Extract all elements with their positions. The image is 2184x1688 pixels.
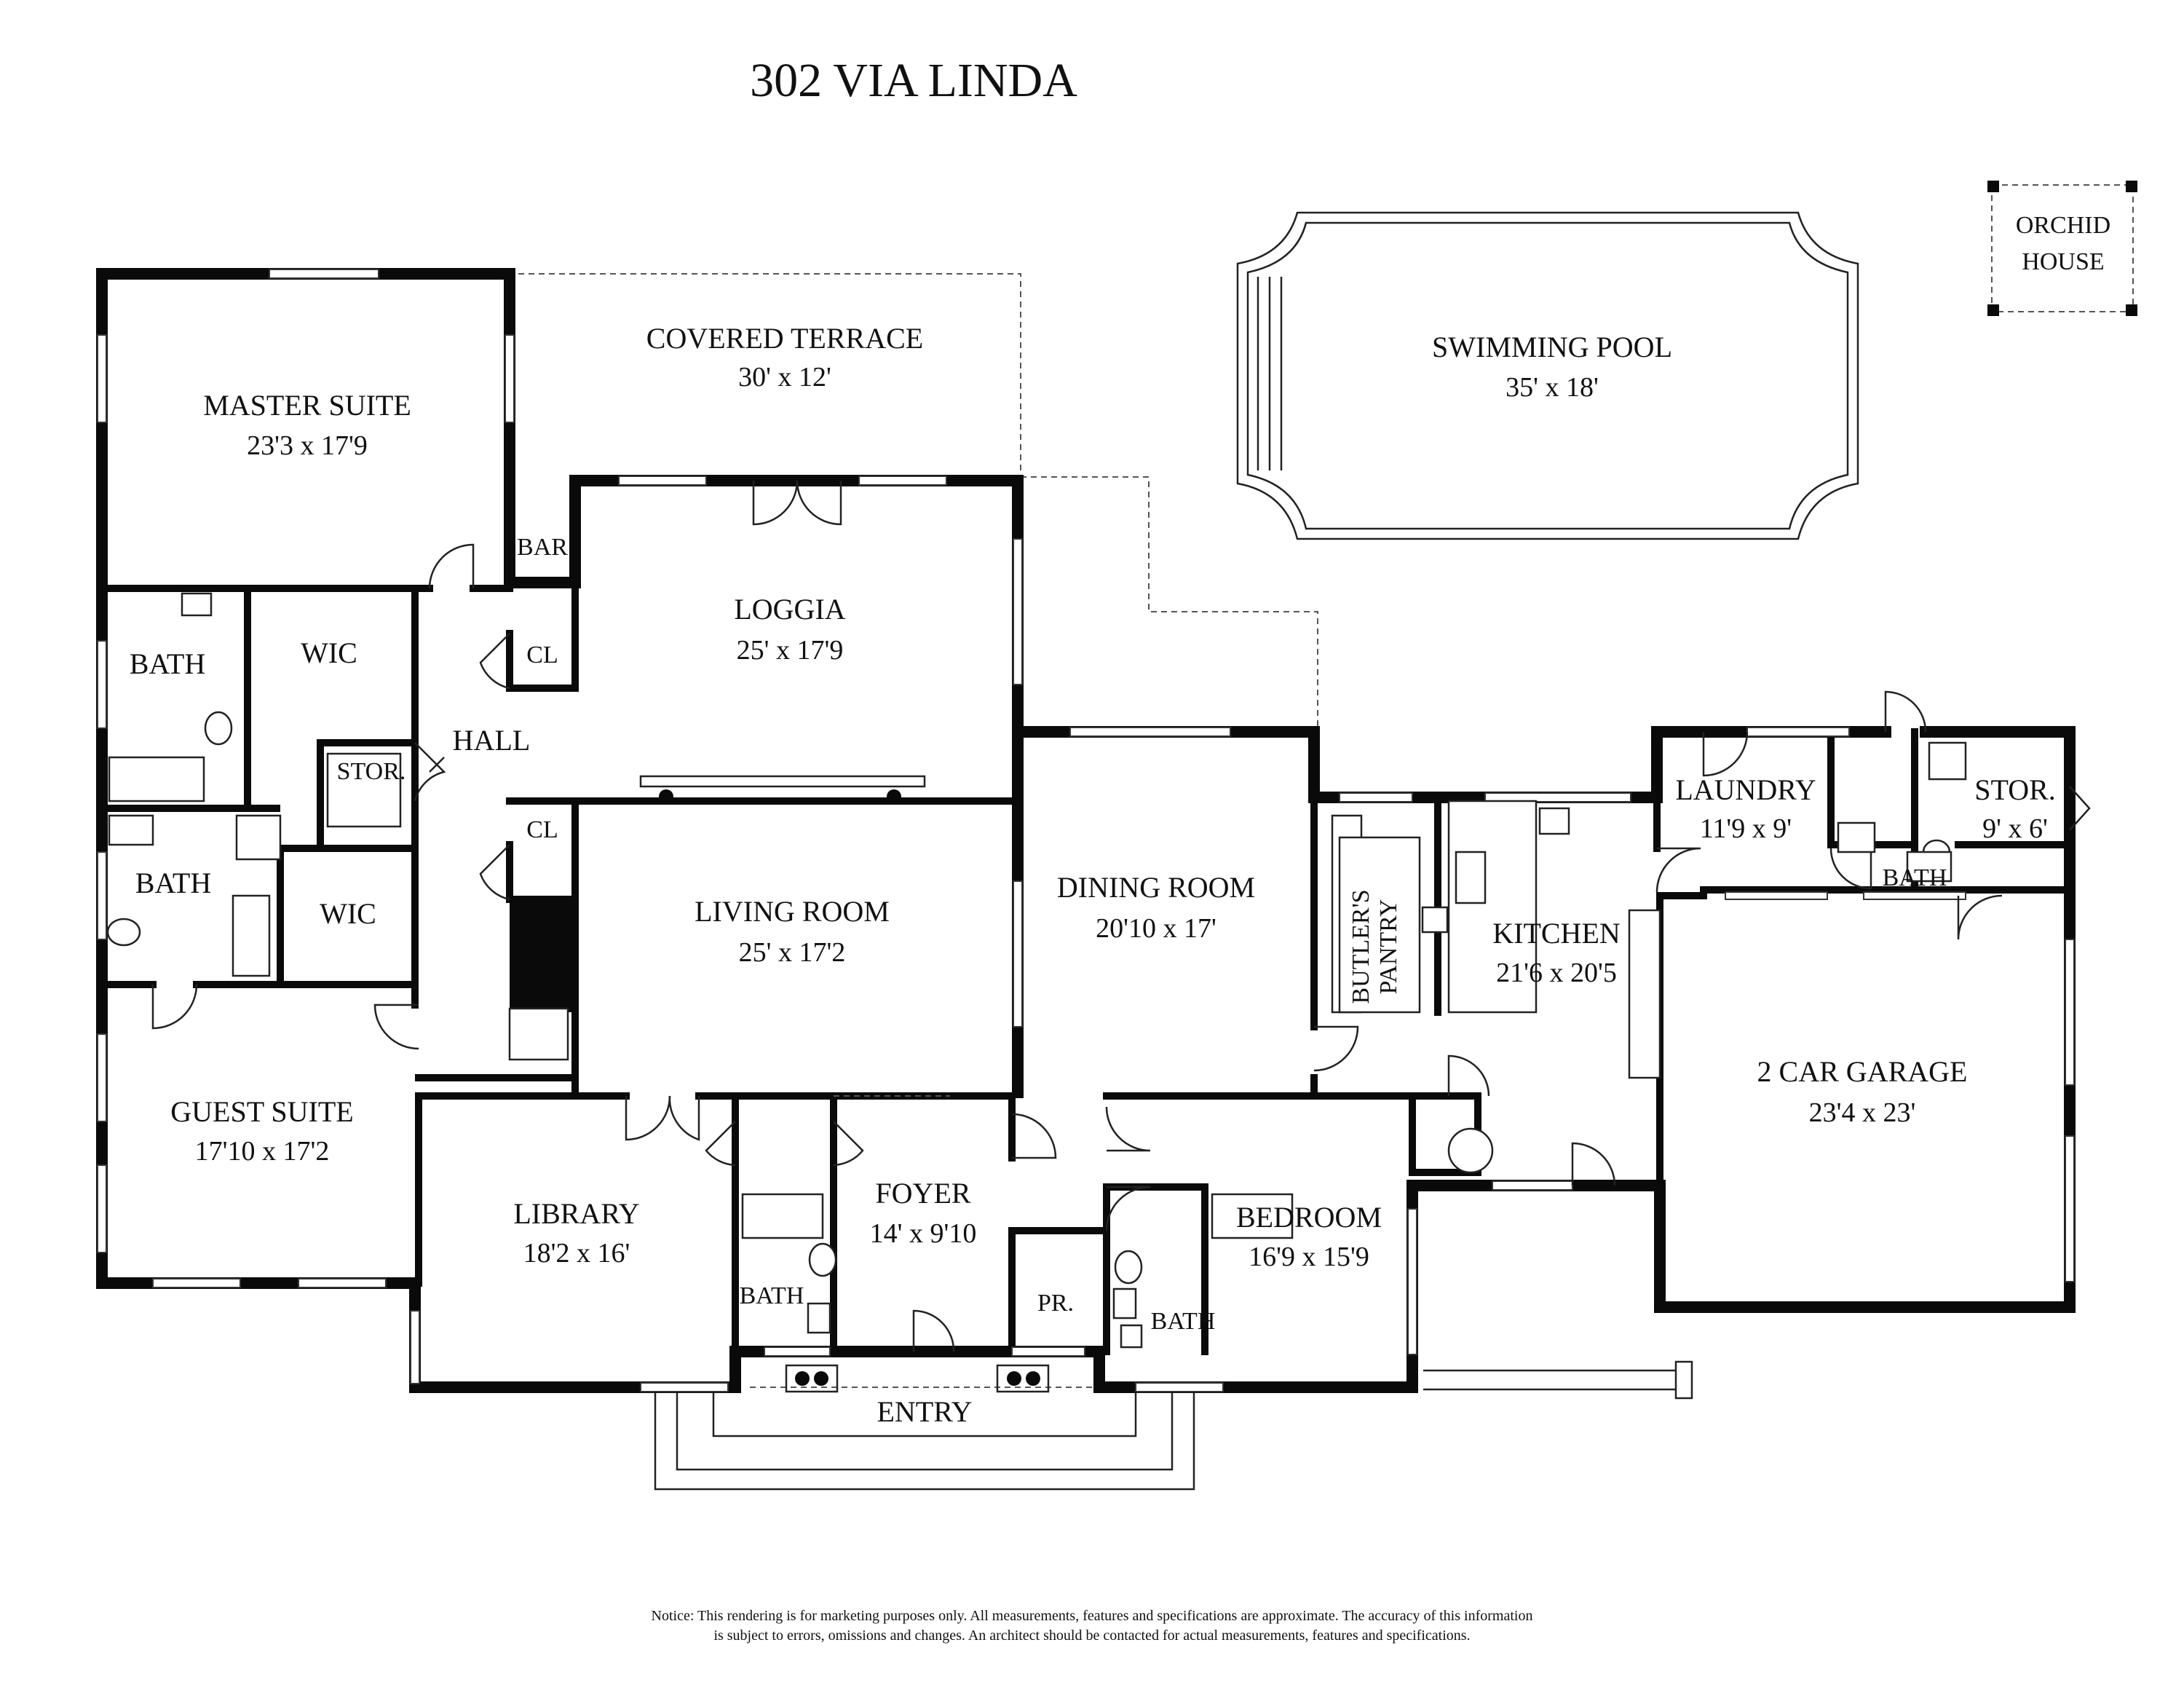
windows	[97, 269, 2075, 1392]
label-wic-master: WIC	[301, 636, 357, 669]
dims-laundry: 11'9 x 9'	[1700, 813, 1792, 844]
label-powder: PR.	[1037, 1290, 1074, 1317]
label-guest-suite: GUEST SUITE	[170, 1095, 353, 1128]
label-cl-upper: CL	[526, 642, 558, 669]
dims-bedroom: 16'9 x 15'9	[1249, 1242, 1369, 1272]
label-hall: HALL	[453, 724, 531, 757]
label-bedroom: BEDROOM	[1236, 1201, 1382, 1234]
label-bar: BAR	[517, 534, 568, 561]
label-stor-garage: STOR.	[1974, 773, 2056, 806]
notice-line-2: is subject to errors, omissions and chan…	[713, 1628, 1470, 1644]
dims-guest-suite: 17'10 x 17'2	[195, 1136, 330, 1167]
label-entry: ENTRY	[877, 1395, 972, 1428]
label-garage: 2 CAR GARAGE	[1757, 1055, 1968, 1088]
label-loggia: LOGGIA	[734, 593, 845, 626]
label-cl-lower: CL	[526, 816, 558, 843]
fixtures	[106, 592, 1967, 1393]
plan-title: 302 VIA LINDA	[750, 54, 1077, 107]
covered-terrace-outline	[518, 273, 1318, 732]
dims-swimming-pool: 35' x 18'	[1506, 372, 1599, 403]
label-orchid-house-1: ORCHID	[2016, 212, 2110, 239]
doors	[151, 480, 2091, 1352]
dims-loggia: 25' x 17'9	[737, 635, 844, 666]
label-library: LIBRARY	[513, 1197, 639, 1230]
label-bath-master: BATH	[130, 647, 205, 680]
label-foyer: FOYER	[875, 1177, 970, 1210]
label-swimming-pool: SWIMMING POOL	[1432, 331, 1672, 363]
label-bath-library: BATH	[740, 1282, 804, 1309]
label-covered-terrace: COVERED TERRACE	[646, 322, 923, 355]
dims-kitchen: 21'6 x 20'5	[1496, 958, 1617, 988]
label-living-room: LIVING ROOM	[695, 895, 890, 928]
orchid-house-outline	[1987, 181, 2137, 316]
room-labels: MASTER SUITE 23'3 x 17'9 COVERED TERRACE…	[130, 212, 2110, 1428]
interior-walls	[98, 579, 2073, 1355]
dims-stor-garage: 9' x 6'	[1982, 813, 2048, 844]
label-kitchen: KITCHEN	[1492, 917, 1621, 950]
label-butlers-pantry-1: BUTLER'S	[1348, 889, 1374, 1003]
label-stor-hall: STOR.	[337, 758, 406, 785]
dims-living-room: 25' x 17'2	[739, 937, 846, 968]
label-butlers-pantry-2: PANTRY	[1375, 899, 1402, 994]
dims-covered-terrace: 30' x 12'	[738, 362, 831, 393]
label-bath-guest: BATH	[135, 867, 211, 899]
swimming-pool-shape	[1236, 211, 1859, 540]
dims-dining-room: 20'10 x 17'	[1096, 913, 1216, 944]
entry-steps	[654, 1387, 1195, 1491]
dims-master-suite: 23'3 x 17'9	[247, 430, 368, 461]
dims-library: 18'2 x 16'	[523, 1238, 630, 1269]
label-laundry: LAUNDRY	[1675, 773, 1816, 806]
label-orchid-house-2: HOUSE	[2022, 248, 2104, 275]
dims-foyer: 14' x 9'10	[870, 1218, 977, 1249]
label-master-suite: MASTER SUITE	[203, 389, 411, 422]
dims-garage: 23'4 x 23'	[1809, 1097, 1916, 1128]
walkway	[1423, 1360, 1693, 1400]
label-bath-bedroom: BATH	[1151, 1308, 1216, 1335]
label-wic-guest: WIC	[320, 897, 376, 930]
label-dining-room: DINING ROOM	[1057, 871, 1255, 904]
notice-line-1: Notice: This rendering is for marketing …	[652, 1608, 1533, 1624]
label-bath-laundry: BATH	[1883, 864, 1947, 891]
